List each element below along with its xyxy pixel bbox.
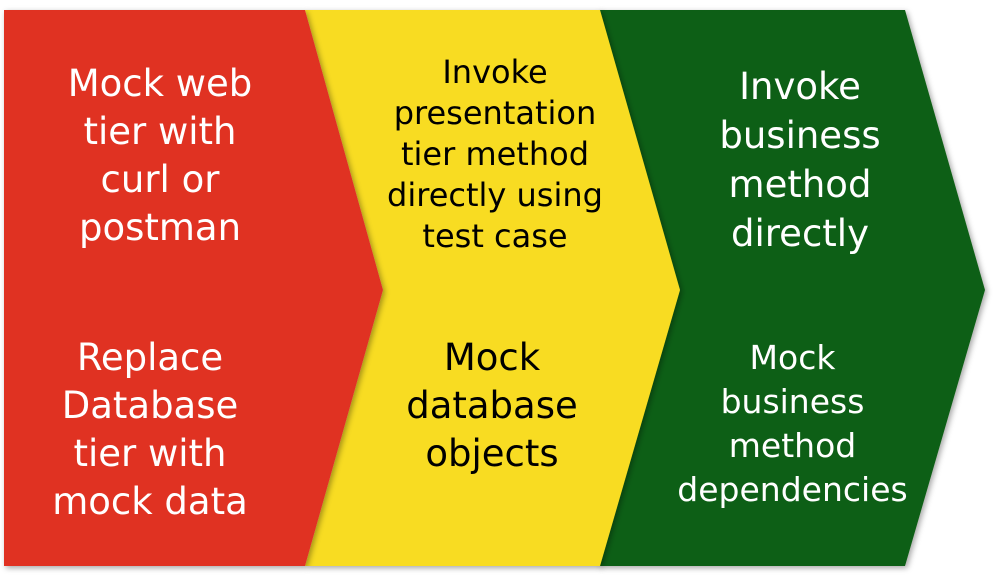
stage-1-bottom-text: Replace Database tier with mock data [52, 336, 248, 523]
stage-3-chevron [598, 10, 985, 566]
stage-3-top-text: Invoke business method directly [719, 65, 881, 255]
stage-1-chevron [4, 10, 383, 566]
stage-2-bottom-text: Mock database objects [406, 336, 578, 475]
stage-2-top-text: Invoke presentation tier method directly… [387, 53, 603, 255]
stage-3-bottom-text: Mock business method dependencies [677, 338, 908, 509]
stage-2-chevron [305, 10, 680, 566]
stage-1-top-text: Mock web tier with curl or postman [67, 62, 253, 249]
